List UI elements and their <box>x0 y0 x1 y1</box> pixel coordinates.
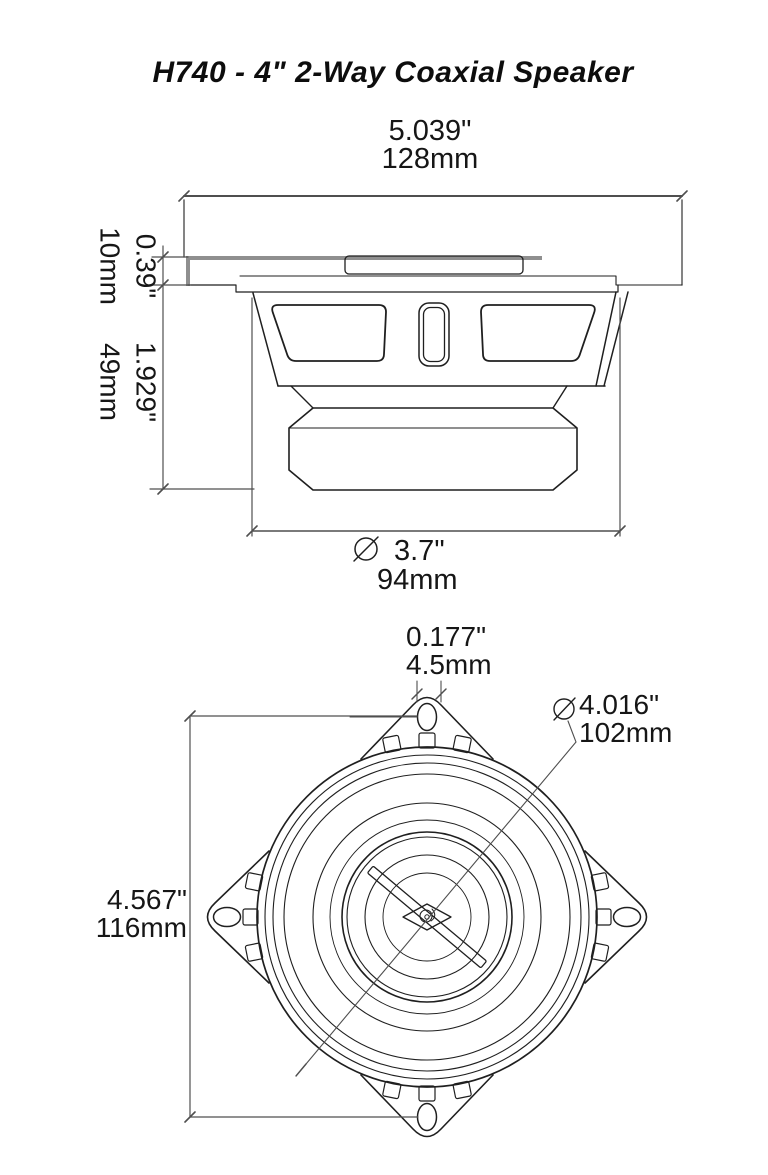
surround-outer-circle <box>283 773 571 1061</box>
grille-outer-ring <box>186 256 542 286</box>
hole-inches-label: 0.177" <box>406 621 486 652</box>
phase-plug-diamond <box>402 903 452 931</box>
terminal-slot-outer <box>418 302 450 367</box>
tweeter-ring <box>364 854 490 980</box>
tweeter-dome-circle <box>382 872 472 962</box>
speaker-face-rings <box>256 746 598 1088</box>
terminal-slot-inner <box>422 306 446 363</box>
dimension-cutout-diameter: 4.016" 102mm <box>295 689 672 1077</box>
height-mm-label: 116mm <box>96 912 187 943</box>
mounting-ear-left <box>206 850 270 984</box>
tweeter-bridge-bar <box>367 865 487 969</box>
extension-lines <box>183 199 683 286</box>
rear-diameter-mm-label: 94mm <box>377 564 458 596</box>
flange-outer-circle <box>256 746 598 1088</box>
dimension-ticks <box>178 190 688 202</box>
basket-left-wall <box>252 292 279 387</box>
dimension-protrusion-and-depth: 0.39" 10mm 1.929" 49mm <box>95 227 255 495</box>
front-view-drawing: 0.177" 4.5mm 4.016" 102mm 4.567" 116mm <box>96 621 672 1138</box>
hole-mm-label: 4.5mm <box>406 649 492 680</box>
dimension-ticks <box>411 688 447 700</box>
mounting-ear-right <box>584 850 648 984</box>
dimension-rear-diameter: 3.7" 94mm <box>246 297 626 596</box>
basket-taper <box>290 385 568 409</box>
page-title: H740 - 4" 2-Way Coaxial Speaker <box>152 56 635 89</box>
depth-inches-label: 1.929" <box>131 342 162 422</box>
extension-lines <box>149 256 255 490</box>
cone-inner-circle <box>329 819 525 1015</box>
mounting-ear-top <box>360 696 494 760</box>
cone-outer-circle <box>312 802 542 1032</box>
basket-right-wall <box>595 291 629 387</box>
magnet-outline <box>288 407 578 491</box>
tweeter-plate-outer <box>341 831 513 1003</box>
grille-step-ring <box>239 275 683 286</box>
extension-lines <box>189 715 419 1118</box>
dimension-mounting-hole: 0.177" 4.5mm <box>349 621 492 718</box>
dimension-ticks <box>246 525 626 537</box>
rear-diameter-inches-label: 3.7" <box>394 535 445 567</box>
diameter-symbol-icon <box>553 697 576 721</box>
overall-width-inches-label: 5.039" <box>389 115 472 147</box>
basket-left-window <box>271 304 387 362</box>
grille-flange <box>186 255 683 293</box>
depth-mm-label: 49mm <box>95 343 126 421</box>
dimension-overall-height: 4.567" 116mm <box>96 710 419 1123</box>
dimension-overall-width: 5.039" 128mm <box>178 115 688 286</box>
overall-width-mm-label: 128mm <box>382 143 479 175</box>
protrusion-mm-label: 10mm <box>95 227 126 305</box>
extension-lines <box>416 680 442 703</box>
grille-center-plateau <box>344 255 524 275</box>
protrusion-inches-label: 0.39" <box>131 234 162 298</box>
leader-line <box>300 720 577 1071</box>
basket-right-window <box>480 304 596 362</box>
mounting-flange-surface <box>187 284 619 293</box>
cutout-mm-label: 102mm <box>579 717 672 748</box>
mounting-ear-bottom <box>360 1074 494 1138</box>
tweeter-plate-inner <box>346 836 508 998</box>
height-inches-label: 4.567" <box>107 884 187 915</box>
dimension-ticks <box>157 251 169 495</box>
extension-lines <box>251 297 621 537</box>
leader-tick <box>295 1063 307 1077</box>
dimension-ticks <box>184 710 196 1123</box>
gasket-circle <box>272 762 582 1072</box>
tweeter-assembly <box>341 831 513 1003</box>
speaker-basket <box>252 291 629 409</box>
flange-inner-circle <box>264 754 590 1080</box>
diameter-symbol-icon <box>353 536 379 562</box>
side-view-drawing: 5.039" 128mm 0.39" 10mm 1.929" 49mm <box>95 115 688 596</box>
cutout-inches-label: 4.016" <box>579 689 659 720</box>
magnet-assembly <box>288 407 578 491</box>
